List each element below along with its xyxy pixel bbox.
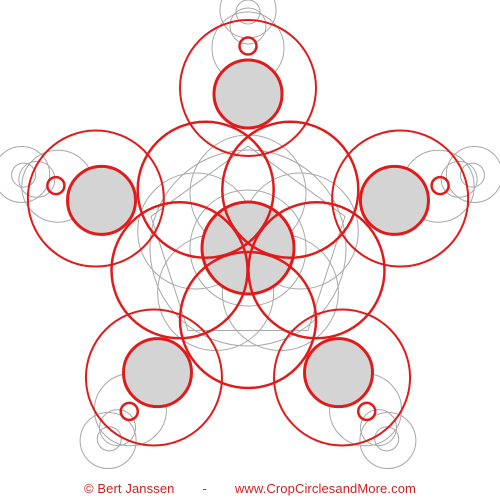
construction-circle-tip-small-4	[11, 162, 37, 188]
red-ring-small-1	[430, 175, 450, 196]
red-ring-large-3	[110, 201, 249, 340]
red-ring-outer-4	[26, 129, 165, 268]
construction-circle-tip-medium-0	[229, 7, 267, 45]
red-ring-outer-0	[179, 19, 317, 157]
red-ring-large-2	[178, 250, 318, 390]
outer-grey-disc-2	[303, 337, 375, 409]
red-ring-large-0	[221, 120, 360, 259]
outer-grey-disc-3	[121, 337, 193, 409]
red-highlight-circles	[26, 19, 470, 447]
author-credit: © Bert Janssen	[84, 480, 175, 496]
outer-grey-disc-1	[358, 164, 430, 236]
construction-circle-tip-small-3	[96, 426, 122, 452]
credit-line: © Bert Janssen - www.CropCirclesandMore.…	[0, 478, 500, 498]
construction-circle-tip-small-1	[459, 162, 485, 188]
outer-grey-disc-4	[66, 164, 138, 236]
construction-circle-tip-medium-3	[99, 409, 137, 447]
outer-grey-disc-0	[212, 58, 284, 130]
construction-circle-tip-medium-4	[18, 160, 56, 198]
construction-circle-inner	[189, 189, 307, 307]
red-ring-outer-1	[331, 129, 470, 268]
filled-discs	[66, 58, 430, 409]
red-ring-small-3	[119, 401, 140, 422]
construction-circle-tip-outer-1	[445, 145, 500, 203]
construction-pentagon	[150, 145, 346, 332]
central-grey-disc	[200, 200, 296, 296]
website-link[interactable]: www.CropCirclesandMore.com	[234, 480, 416, 496]
construction-circle-tip-outer-4	[0, 145, 51, 203]
construction-circle-tip-small-2	[374, 426, 400, 452]
red-ring-outer-3	[84, 308, 223, 447]
construction-circle-tip-medium-2	[359, 409, 397, 447]
construction-circle-central	[149, 149, 347, 347]
red-ring-small-4	[46, 175, 66, 196]
construction-circle-tip-outer-3	[79, 412, 137, 470]
red-ring-small-2	[356, 401, 377, 422]
credit-separator: -	[202, 480, 207, 496]
construction-circle-tip-medium-1	[440, 160, 478, 198]
red-ring-large-4	[136, 120, 275, 259]
red-ring-small-0	[238, 36, 258, 56]
construction-circle-tip-small-0	[235, 0, 261, 25]
red-ring-outer-2	[273, 308, 412, 447]
construction-circle-tip-outer-2	[359, 412, 417, 470]
